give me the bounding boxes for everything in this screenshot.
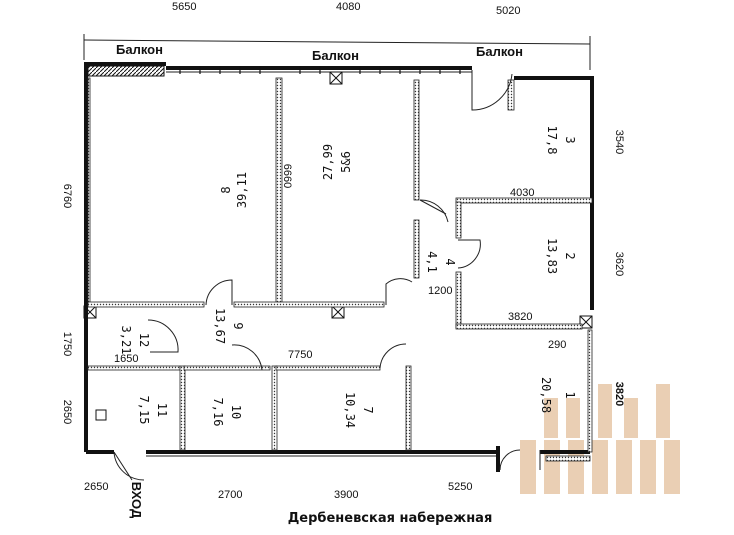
- room-2-number: 2: [563, 252, 577, 259]
- dim-inner-7750: 7750: [288, 349, 312, 361]
- room-5-6-number: 5&6: [339, 151, 353, 173]
- dim-left-2: 1750: [61, 332, 73, 356]
- room-2-area: 13,83: [545, 238, 559, 274]
- dim-inner-6660: 6660: [281, 164, 293, 188]
- dim-right-1: 3540: [613, 130, 625, 154]
- room-4-number: 4: [443, 258, 457, 265]
- balcony-label-middle: Балкон: [312, 48, 359, 63]
- dim-bottom-3: 3900: [334, 489, 358, 501]
- dim-inner-290: 290: [548, 339, 566, 351]
- dim-inner-1200: 1200: [428, 285, 452, 297]
- balcony-labels: Балкон Балкон Балкон: [116, 42, 523, 63]
- room-8-number: 8: [219, 186, 233, 193]
- room-7-number: 7: [361, 406, 375, 413]
- room-9-area: 13,67: [213, 308, 227, 344]
- room-11-area: 7,15: [137, 396, 151, 425]
- doors: [113, 70, 541, 481]
- dim-right-2: 3620: [613, 252, 625, 276]
- room-1-area: 20,58: [539, 377, 553, 413]
- room-labels: 8 39,11 5&6 27,99 3 17,8 2 13,83 4 4,1 9…: [119, 126, 577, 429]
- room-8-area: 39,11: [235, 172, 249, 208]
- watermark-logo: [520, 384, 680, 494]
- dim-bottom-2: 2700: [218, 489, 242, 501]
- room-3-number: 3: [563, 136, 577, 143]
- dim-inner-3820: 3820: [508, 311, 532, 323]
- dim-left-3: 2650: [61, 400, 73, 424]
- room-12-number: 12: [137, 333, 151, 347]
- sink-symbol: [95, 409, 107, 421]
- dim-left-1: 6760: [61, 184, 73, 208]
- partitions: [87, 77, 593, 462]
- dim-top-2: 4080: [336, 1, 360, 13]
- room-10-area: 7,16: [211, 398, 225, 427]
- dim-top-3: 5020: [496, 5, 520, 17]
- dimension-labels: 5650 4080 5020 6760 1750 2650 3540 3620 …: [61, 1, 625, 501]
- room-12-area: 3,21: [119, 326, 133, 355]
- dim-bottom-1: 2650: [84, 481, 108, 493]
- balcony-label-left: Балкон: [116, 42, 163, 57]
- dim-bottom-4: 5250: [448, 481, 472, 493]
- room-11-number: 11: [155, 403, 169, 417]
- balcony-label-right: Балкон: [476, 44, 523, 59]
- balcony-railing: [83, 34, 591, 70]
- room-5-6-area: 27,99: [321, 144, 335, 180]
- dim-inner-4030: 4030: [510, 187, 534, 199]
- street-label: Дербеневская набережная: [288, 511, 493, 526]
- room-4-area: 4,1: [425, 251, 439, 273]
- top-wall: [84, 62, 594, 310]
- dim-top-1: 5650: [172, 1, 196, 13]
- room-1-number: 1: [563, 391, 577, 398]
- room-10-number: 10: [229, 405, 243, 419]
- room-9-number: 9: [231, 322, 245, 329]
- dim-inner-1650: 1650: [114, 353, 138, 365]
- entrance-label: ВХОД: [129, 482, 144, 519]
- dim-right-3: 3820: [613, 382, 625, 406]
- outer-walls: [84, 66, 590, 472]
- room-7-area: 10,34: [343, 392, 357, 428]
- room-3-area: 17,8: [545, 126, 559, 155]
